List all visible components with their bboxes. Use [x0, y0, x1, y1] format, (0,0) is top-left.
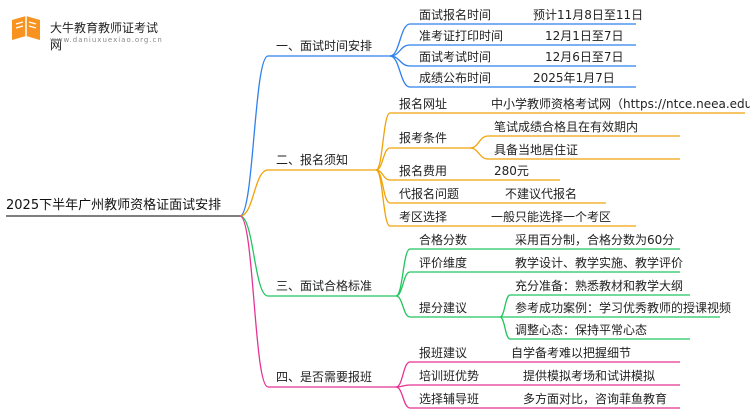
node-label: 报班建议: [419, 346, 468, 360]
node-label: 准考证打印时间: [419, 29, 504, 43]
node-value: 采用百分制，合格分数为60分: [515, 233, 675, 247]
node-value: 预计11月8日至11日: [533, 8, 644, 22]
logo-title: 大牛教育教师证考试网: [50, 21, 159, 52]
node-label: 选择辅导班: [419, 392, 480, 406]
node-value: 具备当地居住证: [494, 143, 579, 157]
leaf-connector: [375, 169, 391, 227]
branch-connector: [239, 169, 269, 217]
branch-label: 三、面试合格标准: [276, 279, 373, 293]
leaf-connector: [395, 271, 411, 297]
node-value: 教学设计、教学实施、教学评价: [515, 256, 684, 270]
logo-url: www.daniuxuexiao.org.cn: [50, 36, 163, 44]
node-value: 充分准备：熟悉教材和教学大纲: [515, 279, 684, 293]
node-value: 笔试成绩合格且在有效期内: [494, 120, 639, 134]
node-value: 不建议代报名: [505, 187, 578, 201]
site-logo: 大牛教育教师证考试网 www.daniuxuexiao.org.cn: [8, 14, 168, 52]
sub-connector: [499, 316, 511, 340]
node-label: 面试报名时间: [419, 8, 492, 22]
leaf-connector: [395, 386, 411, 409]
node-label: 报名费用: [399, 164, 448, 178]
book-logo-icon: [12, 16, 40, 40]
leaf-connector: [395, 295, 411, 318]
root-node: 2025下半年广州教师资格证面试安排: [6, 198, 222, 213]
branch-connector: [239, 215, 269, 297]
node-value: 一般只能选择一个考区: [491, 210, 612, 224]
node-value: 参考成功案例：学习优秀教师的授课视频: [515, 301, 732, 315]
node-value: 中小学教师资格考试网（https://ntce.neea.edu.cn/）: [491, 97, 750, 111]
node-value: 多方面对比，咨询菲鱼教育: [523, 392, 668, 406]
node-value: 2025年1月7日: [533, 71, 615, 85]
node-label: 培训班优势: [419, 369, 480, 383]
leaf-connector: [375, 147, 391, 171]
node-value: 12月6日至7日: [545, 50, 624, 64]
node-label: 报考条件: [399, 131, 448, 145]
node-label: 评价维度: [419, 256, 468, 270]
branch-label: 四、是否需要报班: [276, 370, 373, 384]
node-value: 自学备考难以把握细节: [511, 346, 632, 360]
leaf-connector: [389, 55, 411, 88]
leaf-connector: [395, 361, 411, 388]
branch-connector: [239, 55, 269, 217]
node-label: 代报名问题: [399, 187, 460, 201]
node-label: 面试考试时间: [419, 50, 492, 64]
node-label: 合格分数: [419, 233, 468, 247]
branch-connector: [239, 215, 269, 388]
node-label: 考区选择: [399, 210, 448, 224]
node-value: 280元: [494, 164, 529, 178]
sub-connector: [469, 147, 489, 160]
sub-connector: [469, 135, 489, 149]
node-value: 提供模拟考场和试讲模拟: [523, 369, 656, 383]
node-label: 提分建议: [419, 301, 468, 315]
branch-label: 一、面试时间安排: [276, 39, 373, 53]
node-value: 12月1日至7日: [545, 29, 624, 43]
node-value: 调整心态：保持平常心态: [515, 323, 648, 337]
leaf-connector: [375, 112, 391, 171]
branch-label: 二、报名须知: [276, 153, 349, 167]
node-label: 成绩公布时间: [419, 71, 492, 85]
node-label: 报名网址: [399, 97, 448, 111]
sub-connector: [499, 294, 511, 318]
